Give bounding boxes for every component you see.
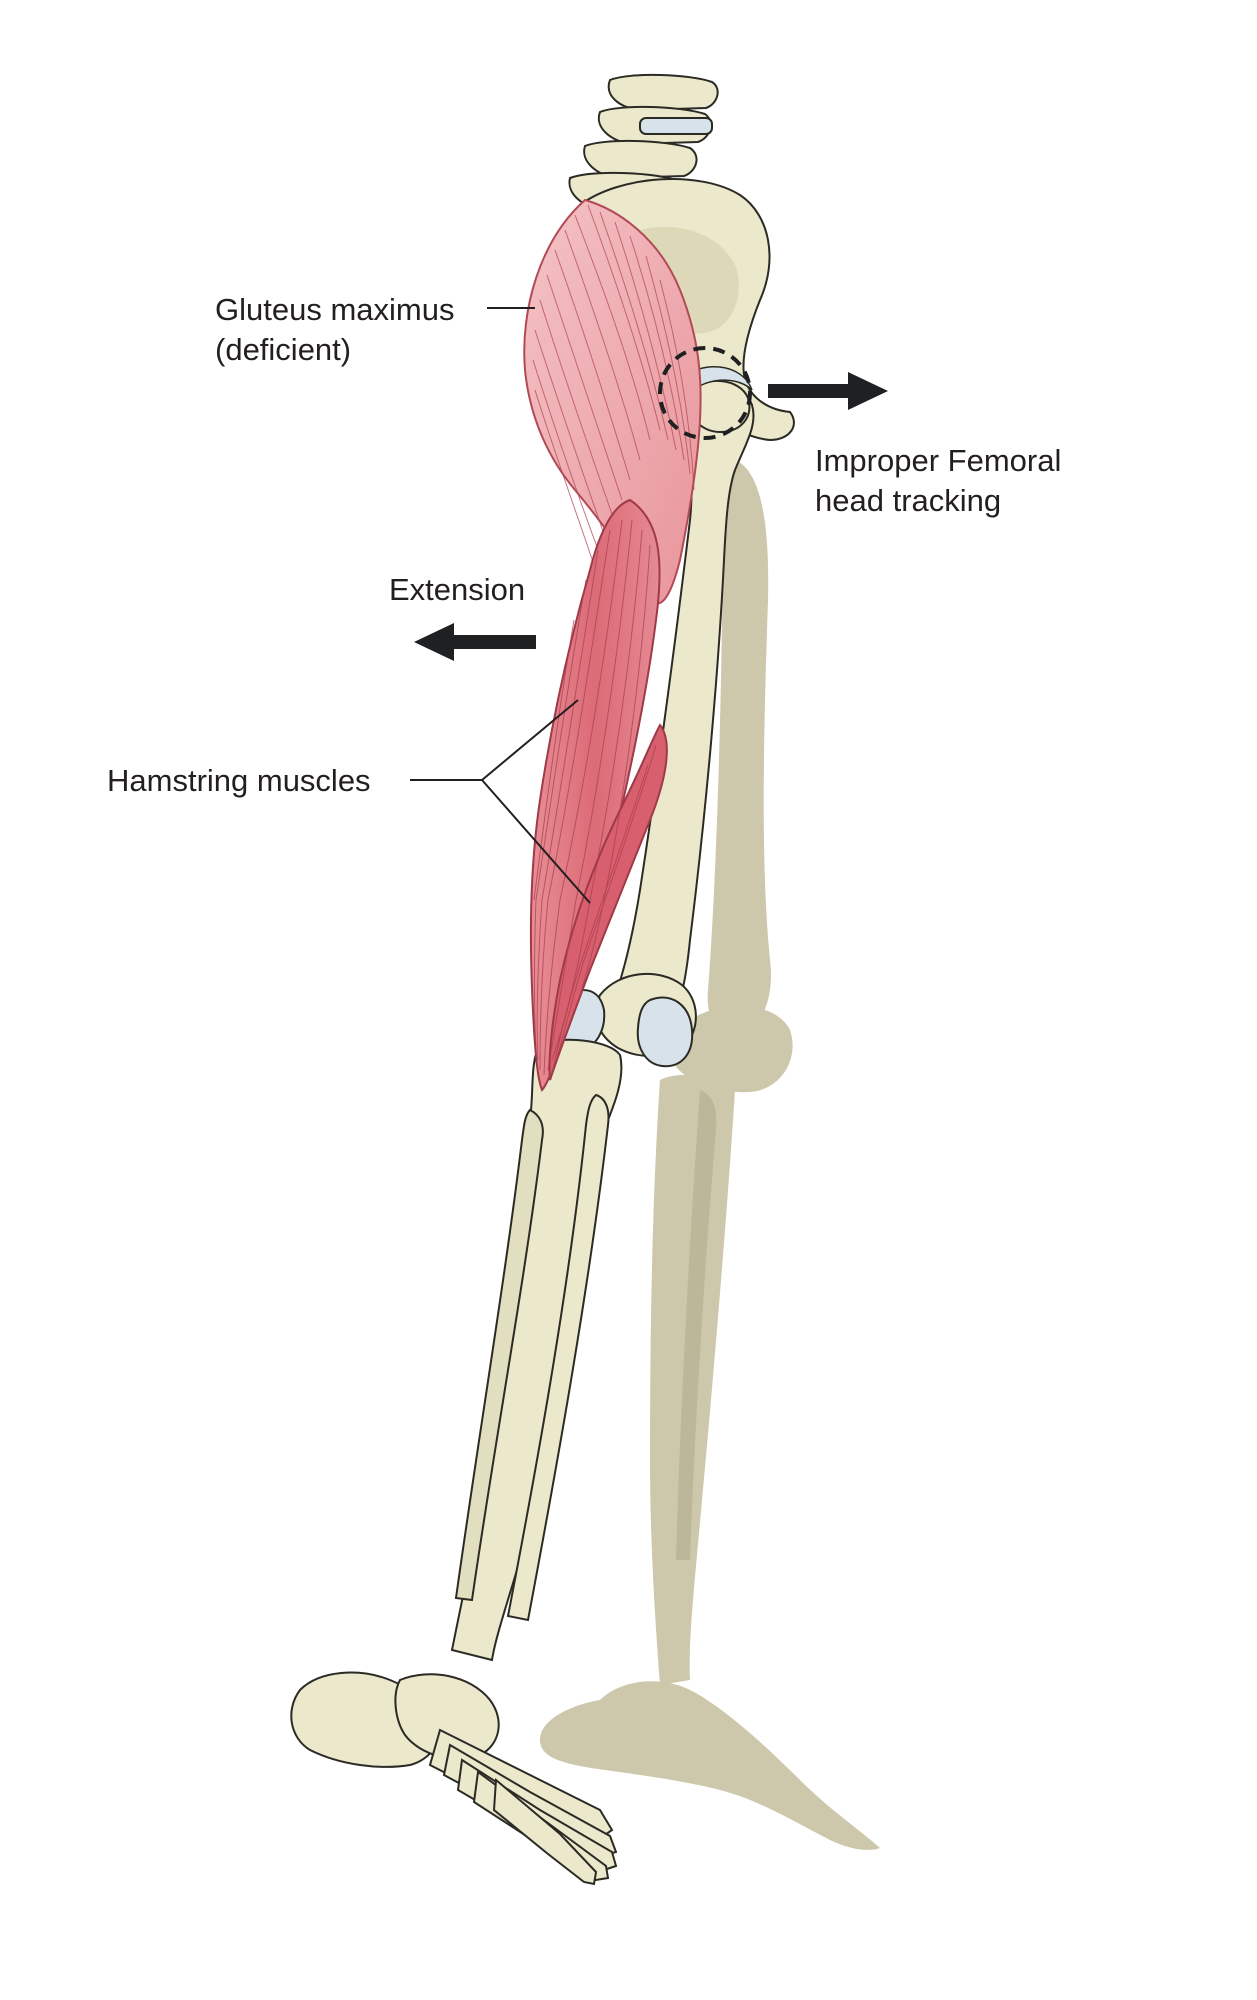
gluteus-maximus-muscle [523, 198, 702, 605]
gluteus-maximus-label: Gluteus maximus (deficient) [215, 290, 454, 370]
gluteus-label-line2: (deficient) [215, 332, 352, 367]
femoral-label-line2: head tracking [815, 483, 1002, 518]
foot-bones [290, 1671, 618, 1886]
femoral-label-line1: Improper Femoral [815, 443, 1062, 478]
arrow-right-icon [768, 372, 888, 410]
tibia-fibula [450, 1038, 623, 1662]
leader-lines [410, 307, 591, 904]
hamstring-muscles-label: Hamstring muscles [107, 763, 371, 798]
gluteus-label-line1: Gluteus maximus [215, 292, 455, 327]
far-leg-shadow [540, 460, 880, 1850]
extension-label: Extension [389, 572, 526, 607]
hamstring-muscles [529, 498, 668, 1092]
femoral-head-tracking-label: Improper Femoral head tracking [815, 441, 1061, 521]
spine-vertebrae [568, 73, 719, 212]
dashed-circle-icon [658, 346, 752, 440]
arrow-left-icon [414, 623, 536, 661]
